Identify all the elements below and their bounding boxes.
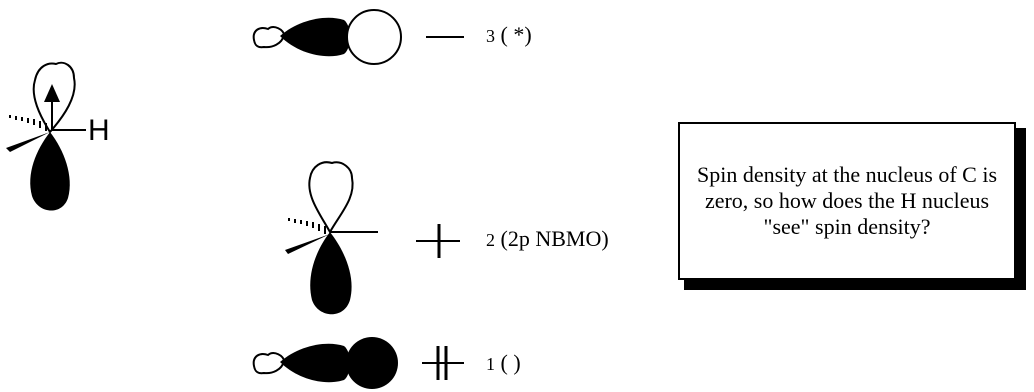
psi1-descriptor: ( ) (500, 350, 521, 375)
psi1-orbital-drawing (252, 337, 464, 389)
hydrogen-label: H (88, 114, 110, 147)
methyl-radical-drawing (6, 61, 86, 211)
wedge-bond (6, 132, 50, 152)
hashed-bond (9, 115, 47, 131)
psi3-label: 3 ( *) (486, 22, 532, 48)
psi2-number: 2 (486, 230, 495, 250)
psi3-orbital-drawing (252, 9, 464, 65)
psi1-number: 1 (486, 354, 495, 374)
psi3-number: 3 (486, 26, 495, 46)
psi1-label: 1 ( ) (486, 350, 521, 376)
lower-p-lobe (30, 132, 70, 211)
psi2-label: 2 (2p NBMO) (486, 226, 609, 252)
psi3-descriptor: ( *) (500, 22, 532, 47)
spin-density-callout: Spin density at the nucleus of C is zero… (678, 122, 1016, 280)
psi2-descriptor: (2p NBMO) (500, 226, 609, 251)
callout-text: Spin density at the nucleus of C is zero… (696, 162, 998, 239)
spin-arrow-head (44, 84, 60, 102)
psi2-orbital-drawing (285, 161, 460, 315)
